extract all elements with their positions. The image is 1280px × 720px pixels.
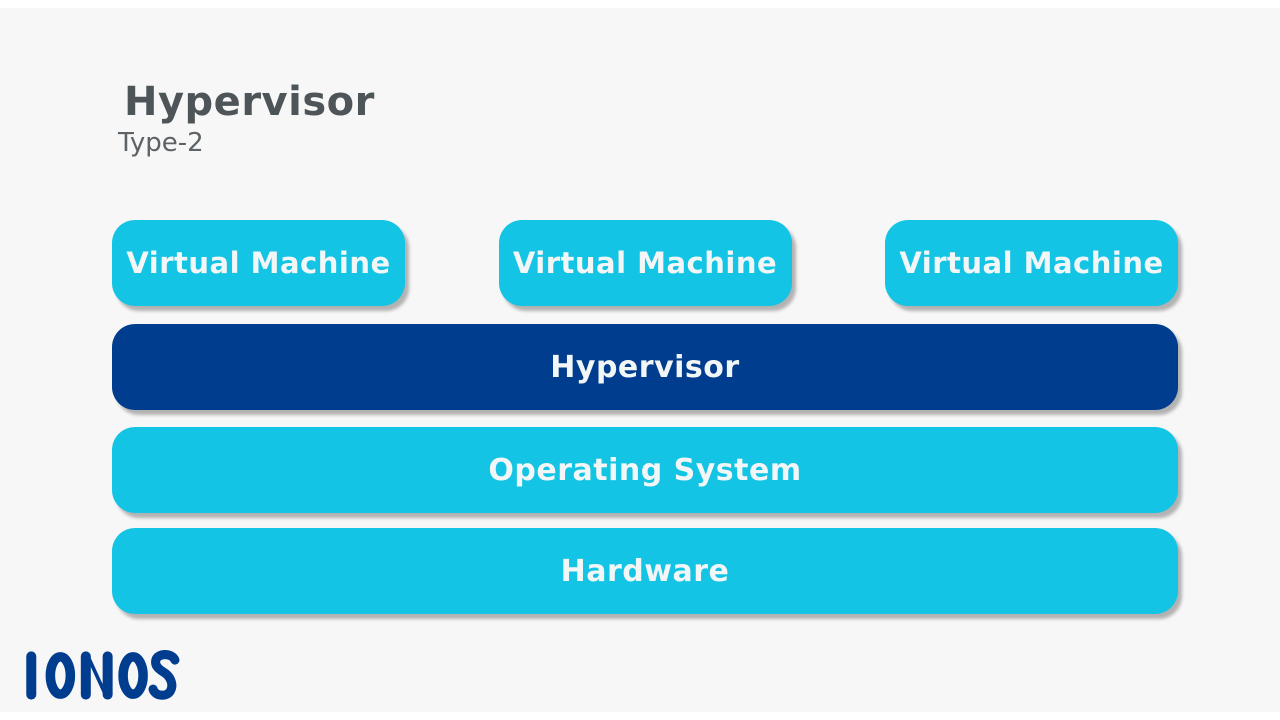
ionos-logo-graphic — [26, 650, 180, 700]
hypervisor-layer: Hypervisor — [112, 324, 1178, 410]
page-title: Hypervisor — [124, 79, 375, 125]
vm-box-3-label: Virtual Machine — [899, 246, 1164, 280]
hypervisor-layer-label: Hypervisor — [550, 349, 740, 385]
ionos-logo: IONOS — [24, 648, 184, 703]
operating-system-layer-label: Operating System — [488, 452, 802, 488]
virtual-machine-row: Virtual Machine Virtual Machine Virtual … — [112, 220, 1178, 306]
bottom-frame-strip — [0, 712, 1280, 720]
vm-box-2: Virtual Machine — [498, 220, 792, 306]
top-frame-strip — [0, 0, 1280, 8]
vm-box-1-label: Virtual Machine — [126, 246, 391, 280]
hardware-layer-label: Hardware — [560, 553, 730, 589]
page-subtitle: Type-2 — [118, 128, 204, 158]
header: Hypervisor Type-2 — [118, 80, 375, 158]
vm-box-1: Virtual Machine — [112, 220, 405, 306]
operating-system-layer: Operating System — [112, 427, 1178, 513]
vm-box-3: Virtual Machine — [885, 220, 1178, 306]
vm-box-2-label: Virtual Machine — [512, 246, 778, 280]
hardware-layer: Hardware — [112, 528, 1178, 614]
